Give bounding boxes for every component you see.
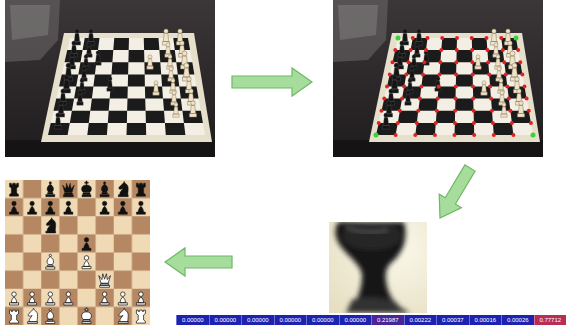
probability-cell: 0.00016: [469, 315, 502, 325]
probability-cell: 0.00000: [306, 315, 339, 325]
board-photo: [5, 0, 215, 157]
flow-arrow: [165, 68, 475, 276]
digital-board: [5, 180, 150, 325]
probability-cell: 0.00000: [209, 315, 242, 325]
probability-cell: 0.00000: [274, 315, 307, 325]
probability-bar: [176, 315, 566, 325]
probability-cell: 0.00026: [501, 315, 534, 325]
probability-cell: 0.00037: [436, 315, 469, 325]
probability-cell: 0.00000: [339, 315, 372, 325]
piece-crop: [329, 222, 427, 313]
probability-cell: 0.21987: [371, 315, 404, 325]
detected-grid-photo: [333, 0, 543, 157]
probability-cell: 0.00000: [176, 315, 209, 325]
probability-cell: 0.00000: [241, 315, 274, 325]
probability-cell: 0.77712: [534, 315, 567, 325]
probability-cell: 0.00222: [404, 315, 437, 325]
